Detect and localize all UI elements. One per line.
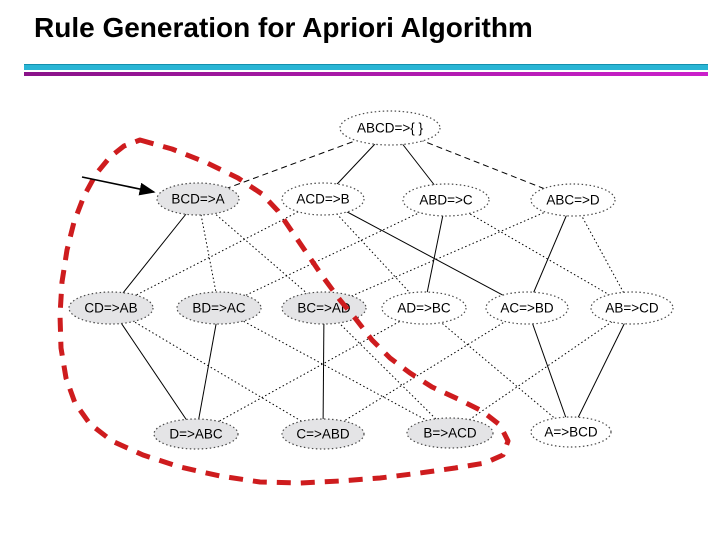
- edge-abd_c-ab_cd: [445, 199, 633, 309]
- node-label-c_abd: C=>ABD: [296, 427, 350, 442]
- node-label-ad_bc: AD=>BC: [397, 301, 451, 316]
- node-ellipse-bcd_a: [156, 182, 240, 216]
- node-ab_cd: AB=>CD: [590, 291, 674, 325]
- edge-ac_bd-a_bcd: [526, 307, 572, 433]
- node-ellipse-a_bcd: [530, 416, 612, 448]
- node-label-b_acd: B=>ACD: [423, 426, 477, 441]
- node-abcd: ABCD=>{ }: [339, 110, 441, 146]
- slide-title: Rule Generation for Apriori Algorithm: [34, 12, 533, 43]
- edge-acd_b-ac_bd: [322, 198, 528, 309]
- node-label-abd_c: ABD=>C: [419, 193, 473, 208]
- node-label-abc_d: ABC=>D: [546, 193, 600, 208]
- node-ad_bc: AD=>BC: [381, 291, 467, 325]
- node-ellipse-bc_ad: [281, 291, 367, 325]
- node-label-d_abc: D=>ABC: [169, 427, 223, 442]
- node-bd_ac: BD=>AC: [176, 291, 262, 325]
- node-label-cd_ab: CD=>AB: [84, 301, 137, 316]
- edge-abc_d-ab_cd: [572, 199, 633, 309]
- edge-ad_bc-d_abc: [195, 307, 425, 435]
- node-abd_c: ABD=>C: [402, 183, 490, 217]
- edge-abc_d-bc_ad: [323, 199, 574, 309]
- node-ellipse-cd_ab: [68, 291, 154, 325]
- edge-ab_cd-b_acd: [449, 307, 633, 434]
- node-ellipse-b_acd: [406, 417, 494, 449]
- node-bc_ad: BC=>AD: [281, 291, 367, 325]
- edge-bd_ac-b_acd: [218, 307, 451, 434]
- node-label-bd_ac: BD=>AC: [192, 301, 246, 316]
- node-d_abc: D=>ABC: [153, 418, 239, 450]
- edge-cd_ab-d_abc: [110, 307, 197, 435]
- node-label-acd_b: ACD=>B: [296, 192, 349, 207]
- title-divider-purple: [24, 72, 708, 76]
- node-ellipse-abc_d: [530, 183, 616, 217]
- node-label-ac_bd: AC=>BD: [500, 301, 554, 316]
- edge-ad_bc-a_bcd: [423, 307, 572, 433]
- node-label-bcd_a: BCD=>A: [171, 192, 224, 207]
- edge-bcd_a-bd_ac: [197, 198, 220, 309]
- edge-abc_d-ac_bd: [526, 199, 574, 309]
- node-ellipse-acd_b: [281, 182, 365, 216]
- lattice-edges: [110, 127, 633, 435]
- node-label-abcd: ABCD=>{ }: [357, 121, 424, 136]
- node-abc_d: ABC=>D: [530, 183, 616, 217]
- edge-bcd_a-cd_ab: [110, 198, 199, 309]
- node-cd_ab: CD=>AB: [68, 291, 154, 325]
- node-ellipse-c_abd: [281, 418, 365, 450]
- edge-ab_cd-a_bcd: [570, 307, 633, 433]
- edge-bc_ad-c_abd: [322, 307, 325, 435]
- edge-bc_ad-b_acd: [323, 307, 451, 434]
- node-ellipse-d_abc: [153, 418, 239, 450]
- node-label-a_bcd: A=>BCD: [544, 425, 598, 440]
- title-divider-cyan: [24, 64, 708, 70]
- node-a_bcd: A=>BCD: [530, 416, 612, 448]
- node-acd_b: ACD=>B: [281, 182, 365, 216]
- edge-ac_bd-c_abd: [322, 307, 528, 435]
- node-b_acd: B=>ACD: [406, 417, 494, 449]
- node-ellipse-ab_cd: [590, 291, 674, 325]
- node-ellipse-bd_ac: [176, 291, 262, 325]
- lattice-nodes: ABCD=>{ } BCD=>A ACD=>B ABD=>C ABC=>D CD=>AB B…: [68, 110, 674, 450]
- node-bcd_a: BCD=>A: [156, 182, 240, 216]
- node-ellipse-ac_bd: [485, 291, 569, 325]
- node-ellipse-abcd: [339, 110, 441, 146]
- node-ac_bd: AC=>BD: [485, 291, 569, 325]
- low-confidence-rule-arrow: [81, 176, 156, 196]
- node-c_abd: C=>ABD: [281, 418, 365, 450]
- node-ellipse-ad_bc: [381, 291, 467, 325]
- edge-cd_ab-c_abd: [110, 307, 324, 435]
- node-label-ab_cd: AB=>CD: [605, 301, 659, 316]
- edge-bd_ac-d_abc: [195, 307, 220, 435]
- node-ellipse-abd_c: [402, 183, 490, 217]
- edge-acd_b-ad_bc: [322, 198, 425, 309]
- node-label-bc_ad: BC=>AD: [297, 301, 351, 316]
- edge-abd_c-ad_bc: [423, 199, 447, 309]
- edge-abd_c-bd_ac: [218, 199, 447, 309]
